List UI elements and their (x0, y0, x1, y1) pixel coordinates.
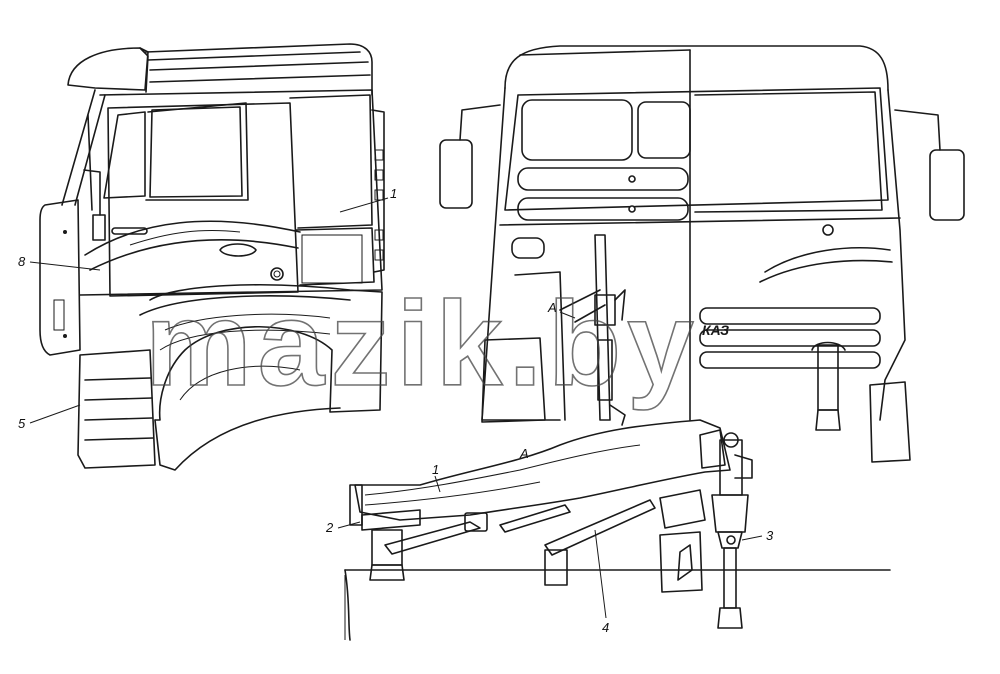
callout-detail-4: 4 (602, 620, 609, 635)
watermark: mazik.by (145, 277, 700, 411)
cab-front-view: КАЗ (439, 45, 965, 463)
detail-view-a (337, 419, 891, 641)
callout-front-a: A (547, 300, 557, 315)
cab-side-view (29, 43, 389, 471)
callout-side-8: 8 (18, 254, 26, 269)
callout-detail-3: 3 (766, 528, 774, 543)
callout-detail-1: 1 (432, 462, 439, 477)
callout-side-5: 5 (18, 416, 26, 431)
detail-title: A (519, 446, 529, 461)
callout-side-1: 1 (390, 186, 397, 201)
svg-text:КАЗ: КАЗ (702, 322, 729, 338)
callout-detail-2: 2 (325, 520, 334, 535)
